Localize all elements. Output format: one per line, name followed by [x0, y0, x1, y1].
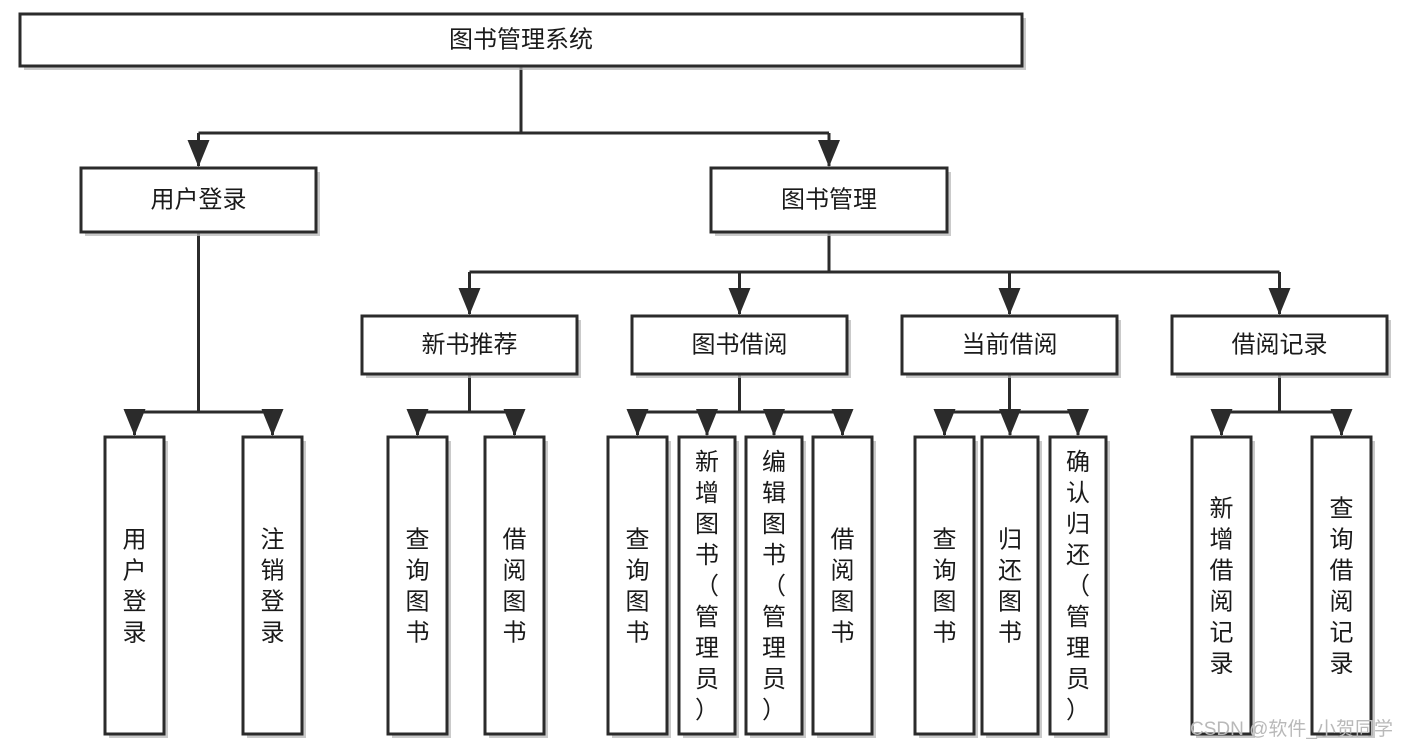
edges-layer [123, 66, 1353, 436]
node-current-borrow[interactable]: 当前借阅 [900, 314, 1121, 378]
arrow-head [503, 409, 526, 436]
node-leaf-user-login[interactable]: 用户登录 [103, 435, 168, 738]
node-box[interactable] [360, 314, 579, 376]
node-label: 查询图书 [626, 527, 650, 647]
node-user-login[interactable]: 用户登录 [79, 166, 320, 236]
node-box[interactable] [483, 435, 546, 736]
node-label: 新书推荐 [422, 331, 518, 358]
node-label: 新增图书（管理员） [695, 449, 719, 724]
arrow-head [933, 409, 956, 436]
node-leaf-return-book[interactable]: 归还图书 [980, 435, 1042, 738]
node-box[interactable] [18, 12, 1024, 68]
edge-group-user-login [123, 232, 284, 436]
arrow-head [831, 409, 854, 436]
node-box[interactable] [386, 435, 449, 736]
arrow-head [261, 409, 284, 436]
node-borrow-record[interactable]: 借阅记录 [1170, 314, 1391, 378]
node-leaf-query-record[interactable]: 查询借阅记录 [1310, 435, 1375, 738]
node-leaf-query-book-3[interactable]: 查询图书 [913, 435, 978, 738]
node-leaf-logout[interactable]: 注销登录 [241, 435, 306, 738]
arrow-head [1330, 409, 1353, 436]
arrow-head [1268, 288, 1291, 315]
node-box[interactable] [913, 435, 976, 736]
nodes-layer: 图书管理系统用户登录图书管理新书推荐图书借阅当前借阅借阅记录用户登录注销登录查询… [18, 12, 1391, 738]
node-box[interactable] [630, 314, 849, 376]
edge-group-book-borrow [626, 374, 854, 436]
node-label: 查询图书 [406, 527, 430, 647]
arrow-head [1067, 409, 1089, 436]
arrow-head [999, 409, 1021, 436]
arrow-head [763, 409, 785, 436]
node-leaf-edit-book[interactable]: 编辑图书（管理员） [744, 435, 806, 738]
node-leaf-query-book-1[interactable]: 查询图书 [386, 435, 451, 738]
arrow-head [728, 288, 751, 315]
arrow-head [458, 288, 481, 315]
node-label: 图书借阅 [692, 331, 788, 358]
node-label: 借阅记录 [1232, 331, 1328, 358]
node-book-manage[interactable]: 图书管理 [709, 166, 951, 236]
node-label: 编辑图书（管理员） [762, 449, 786, 724]
node-leaf-add-record[interactable]: 新增借阅记录 [1190, 435, 1255, 738]
node-label: 用户登录 [123, 527, 147, 647]
node-label: 图书管理系统 [449, 26, 593, 53]
node-box[interactable] [980, 435, 1040, 736]
node-box[interactable] [677, 435, 737, 736]
node-box[interactable] [1310, 435, 1373, 736]
node-label: 用户登录 [151, 186, 247, 213]
node-leaf-borrow-book-1[interactable]: 借阅图书 [483, 435, 548, 738]
node-box[interactable] [1048, 435, 1108, 736]
arrow-head [1210, 409, 1233, 436]
edge-group-current-borrow [933, 374, 1089, 436]
node-leaf-borrow-book-2[interactable]: 借阅图书 [811, 435, 876, 738]
edge-group-borrow-record [1210, 374, 1353, 436]
edge-group-root [187, 66, 840, 167]
node-new-book-rec[interactable]: 新书推荐 [360, 314, 581, 378]
node-box[interactable] [1190, 435, 1253, 736]
node-box[interactable] [103, 435, 166, 736]
arrow-head [187, 140, 210, 167]
node-box[interactable] [900, 314, 1119, 376]
edge-group-new-book-rec [406, 374, 526, 436]
node-label: 图书管理 [781, 186, 877, 213]
node-label: 确认归还（管理员） [1066, 449, 1090, 724]
node-box[interactable] [79, 166, 318, 234]
node-book-borrow[interactable]: 图书借阅 [630, 314, 851, 378]
node-box[interactable] [1170, 314, 1389, 376]
node-box[interactable] [241, 435, 304, 736]
arrow-head [406, 409, 429, 436]
edge-group-book-manage [458, 232, 1291, 315]
node-label: 查询图书 [933, 527, 957, 647]
arrow-head [998, 288, 1021, 315]
node-box[interactable] [811, 435, 874, 736]
node-box[interactable] [709, 166, 949, 234]
node-label: 查询借阅记录 [1330, 496, 1354, 678]
node-label: 新增借阅记录 [1210, 496, 1234, 678]
arrow-head [818, 140, 840, 167]
node-leaf-query-book-2[interactable]: 查询图书 [606, 435, 671, 738]
node-leaf-confirm-return[interactable]: 确认归还（管理员） [1048, 435, 1110, 738]
arrow-head [626, 409, 649, 436]
node-root[interactable]: 图书管理系统 [18, 12, 1026, 70]
node-label: 注销登录 [261, 527, 285, 647]
node-box[interactable] [744, 435, 804, 736]
arrow-head [696, 409, 718, 436]
node-label: 借阅图书 [503, 527, 527, 647]
node-label: 归还图书 [998, 527, 1022, 647]
node-label: 当前借阅 [962, 331, 1058, 358]
node-leaf-add-book[interactable]: 新增图书（管理员） [677, 435, 739, 738]
node-label: 借阅图书 [831, 527, 855, 647]
arrow-head [123, 409, 146, 436]
node-box[interactable] [606, 435, 669, 736]
